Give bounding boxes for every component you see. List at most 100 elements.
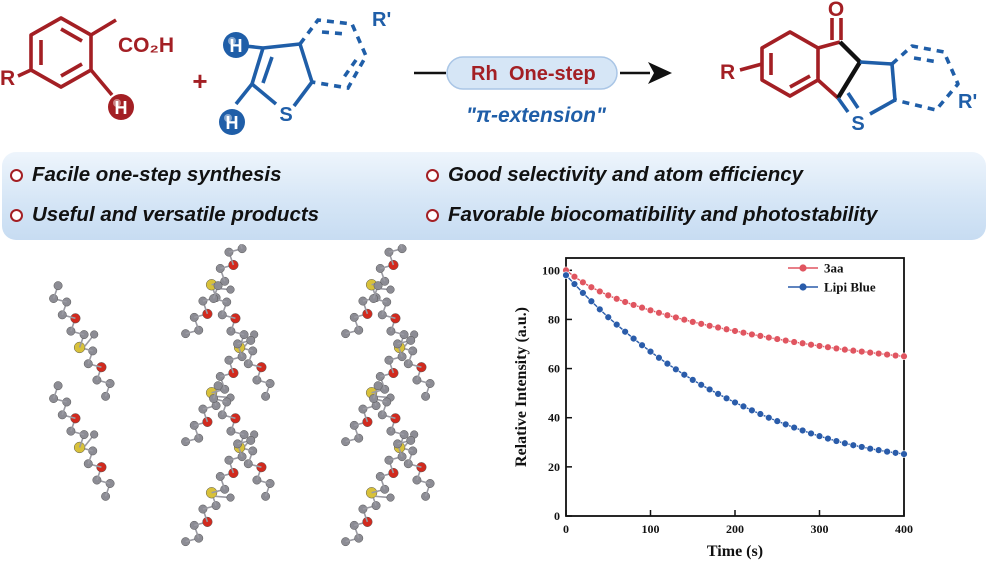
- data-point: [815, 432, 824, 440]
- data-point: [562, 271, 570, 279]
- crystal-molecule: [49, 381, 115, 501]
- feature-text: Facile one-step synthesis: [32, 163, 282, 186]
- data-point: [891, 351, 900, 360]
- data-point: [849, 346, 857, 355]
- x-tick-label: 100: [642, 522, 660, 536]
- data-point: [773, 335, 781, 343]
- y-tick-label: 40: [548, 411, 560, 425]
- h-atom-ball-top: [223, 32, 249, 58]
- acid-label: CO₂H: [118, 34, 174, 57]
- data-point: [874, 349, 883, 358]
- data-point: [832, 437, 841, 445]
- data-point: [798, 339, 807, 347]
- data-point: [722, 325, 731, 333]
- data-point: [866, 348, 874, 357]
- legend-marker: [799, 264, 807, 272]
- data-point: [612, 295, 621, 303]
- data-point: [891, 449, 900, 457]
- crystal-molecule: [209, 281, 275, 401]
- fused-ring-dashed: [298, 18, 369, 90]
- crystal-packing-image: [49, 244, 435, 547]
- data-point: [858, 347, 866, 356]
- data-point: [807, 429, 815, 438]
- benzoic-acid-structure: [17, 16, 117, 97]
- crystal-molecule: [341, 335, 416, 447]
- data-point: [739, 402, 748, 411]
- crystal-molecule: [369, 381, 435, 501]
- product-r-label: R: [720, 61, 735, 84]
- data-point: [798, 426, 807, 435]
- feature-text: Good selectivity and atom efficiency: [448, 163, 804, 186]
- data-point: [739, 328, 748, 337]
- data-point: [629, 334, 638, 343]
- product-r-prime-label: R': [958, 91, 977, 113]
- data-point: [655, 354, 663, 362]
- data-point: [807, 341, 815, 349]
- catalyst-label: Rh: [471, 63, 498, 85]
- data-point: [697, 320, 705, 328]
- x-axis-label: Time (s): [707, 543, 763, 560]
- x-tick-label: 0: [563, 522, 569, 536]
- data-point: [570, 280, 579, 288]
- data-point: [604, 291, 612, 300]
- data-point: [596, 305, 604, 314]
- data-point: [748, 406, 756, 415]
- product-sulfur-label: S: [851, 113, 864, 135]
- data-point: [570, 272, 579, 281]
- crystal-molecule: [341, 244, 407, 339]
- data-point: [773, 417, 781, 425]
- feature-item: Favorable biocomatibility and photostabi…: [426, 203, 877, 227]
- y-tick-label: 80: [548, 312, 560, 326]
- data-point: [705, 385, 714, 394]
- data-point: [782, 336, 790, 345]
- data-point: [748, 330, 756, 339]
- product-oxygen-label: O: [828, 0, 844, 21]
- y-tick-label: 60: [548, 362, 560, 376]
- data-point: [722, 394, 731, 403]
- data-point: [874, 446, 883, 454]
- bullet-ring-icon: [10, 208, 23, 222]
- data-point: [663, 359, 672, 368]
- bullet-ring-icon: [426, 208, 439, 222]
- crystal-molecule: [49, 281, 115, 401]
- x-tick-label: 400: [895, 522, 913, 536]
- bullet-ring-icon: [426, 168, 439, 182]
- crystal-molecule: [181, 435, 256, 547]
- data-point: [655, 309, 663, 317]
- catalyst-pill: [446, 56, 618, 90]
- data-point: [714, 390, 722, 398]
- data-point: [815, 342, 824, 350]
- data-point: [689, 376, 697, 384]
- data-point: [587, 283, 596, 291]
- data-point: [824, 343, 832, 351]
- data-point: [629, 301, 638, 309]
- sulfur-label: S: [279, 104, 292, 126]
- data-point: [900, 352, 908, 360]
- legend-marker: [799, 283, 807, 291]
- r-prime-label: R': [372, 9, 391, 31]
- y-tick-label: 0: [554, 509, 560, 523]
- data-point: [841, 345, 849, 354]
- data-point: [705, 322, 714, 330]
- data-point: [638, 341, 646, 349]
- data-point: [832, 344, 841, 353]
- data-point: [646, 347, 655, 356]
- x-tick-label: 300: [811, 522, 829, 536]
- data-point: [663, 311, 672, 319]
- feature-item: Good selectivity and atom efficiency: [426, 163, 803, 187]
- y-tick-label: 100: [542, 263, 560, 277]
- product-structure: [739, 18, 960, 116]
- data-point: [790, 338, 798, 346]
- data-point: [756, 332, 765, 340]
- crystal-molecule: [181, 244, 247, 339]
- data-point: [731, 398, 739, 407]
- data-point: [621, 298, 629, 306]
- data-point: [638, 303, 646, 312]
- data-point: [587, 297, 596, 305]
- data-point: [883, 350, 891, 359]
- legend-label: Lipi Blue: [824, 280, 876, 295]
- data-point: [790, 423, 798, 432]
- h-atom-label: H: [115, 98, 128, 118]
